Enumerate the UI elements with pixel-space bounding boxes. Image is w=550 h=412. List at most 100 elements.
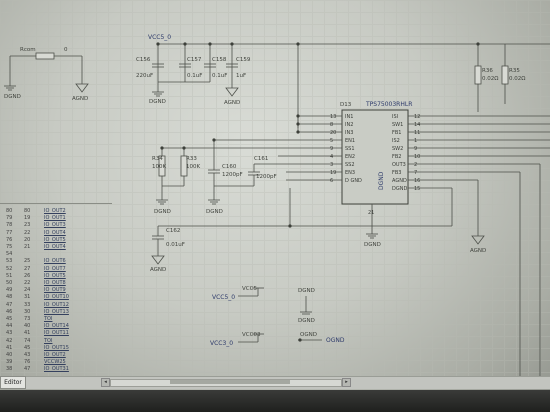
horizontal-scroll-thumb[interactable] — [170, 380, 290, 384]
c162-value: 0.01uF — [166, 242, 185, 248]
ic-right-pin-number: 15 — [414, 186, 420, 192]
pin-table-cell-c: IO_OUT14 — [44, 323, 69, 330]
ic-left-pin-number: 13 — [330, 114, 336, 120]
pin-table-cell-c: IO_OUT10 — [44, 294, 69, 301]
pin-table-cell-a: 39 — [6, 359, 13, 366]
pin-table-cell-a: 38 — [6, 366, 13, 373]
pin-table-cell-a: 46 — [6, 308, 13, 315]
scroll-right-button[interactable]: ▸ — [342, 378, 351, 387]
pin-table-cell-c: IO_OUT7 — [44, 265, 66, 272]
pin-table-cell-c: IO_OUT11 — [44, 330, 69, 337]
ic-right-pin-number: 2 — [414, 162, 417, 168]
ic-left-pin-number: 8 — [330, 122, 333, 128]
vcc5-net-label: VCC5_0 — [212, 294, 235, 301]
pin-table-cell-a: 42 — [6, 337, 13, 344]
ic-right-pin-number: 16 — [414, 178, 420, 184]
pin-table-cell-a: 78 — [6, 222, 13, 229]
pin-table-cell-a: 48 — [6, 294, 13, 301]
c161-ref: C161 — [254, 156, 268, 162]
ic-right-pin-name: IS2 — [392, 138, 400, 144]
pin-table-cell-c: IO_OUT4 — [44, 244, 66, 250]
gnd-label-5: AGND — [150, 267, 166, 273]
c156-value: 220uF — [136, 73, 153, 79]
dgnd-net-label: DGND — [298, 318, 315, 324]
power-agnd-label: AGND — [224, 100, 240, 106]
ic-right-pin-name: SW1 — [392, 122, 403, 128]
pin-table-cell-a: 77 — [6, 229, 13, 236]
pin-table-cell-c: IO_OUT6 — [44, 258, 66, 265]
schematic-canvas[interactable]: Rcom 0 DGND AGND VCC5_0 C156 220uF C157 … — [0, 0, 550, 380]
pin-table-cell-b: 27 — [24, 265, 31, 272]
pin-table-cell-a: 76 — [6, 236, 13, 243]
pin-table-cell-c: VCCW25 — [44, 359, 66, 366]
ic-right-pin-name: AGND — [392, 178, 407, 184]
ic-center-label: DGND — [378, 171, 385, 190]
c156-ref: C156 — [136, 57, 151, 63]
pin-table-cell-a: 80 — [6, 208, 13, 214]
pin-table-cell-c: IO_OUT12 — [44, 301, 69, 308]
ic-left-pin-name: D GND — [345, 178, 362, 184]
ic-left-pin-name: EN2 — [345, 154, 355, 160]
scroll-left-button[interactable]: ◂ — [101, 378, 110, 387]
pin-table-cell-c: IO_OUT1 — [44, 215, 66, 222]
ic-left-pin-name: IN3 — [345, 130, 353, 136]
schematic-grid — [0, 0, 550, 380]
editor-tab[interactable]: Editor — [0, 376, 26, 389]
pin-table-cell-a: 44 — [6, 323, 13, 330]
pin-table-cell-b: 22 — [24, 280, 31, 286]
pin-table-cell-c: IO_OUT3 — [44, 222, 66, 229]
pin-table-cell-b: 24 — [24, 287, 31, 294]
r33-value: 100K — [186, 164, 200, 170]
pin-table-cell-c: IO_OUT13 — [44, 308, 69, 315]
c159-value: 1uF — [236, 73, 246, 79]
ic-left-pin-number: 3 — [330, 162, 333, 168]
ic-right-pin-name: FB3 — [392, 170, 402, 176]
r35-ref: R35 — [509, 68, 520, 74]
ic-right-pin-name: OUT3 — [392, 162, 406, 168]
rcom-value: 0 — [64, 47, 68, 53]
r36-ref: R36 — [482, 68, 493, 74]
pin-table-cell-b: 26 — [24, 272, 31, 279]
pin-table-cell-a: 40 — [6, 352, 13, 358]
pin-table-cell-a: 51 — [6, 272, 13, 279]
pin-table-cell-b: 21 — [24, 244, 31, 250]
pin-table-cell-b: 47 — [24, 366, 31, 373]
ic-right-pin-number: 10 — [414, 154, 420, 160]
pin-table-row[interactable]: 54 — [4, 251, 108, 257]
pin-table-cell-a: 53 — [6, 258, 13, 265]
ic-left-pin-name: IN1 — [345, 114, 353, 120]
ic-ref: D13 — [340, 102, 352, 108]
gnd-label-2: DGND — [206, 209, 223, 215]
ic-right-pin-number: 1 — [414, 138, 417, 144]
c157-ref: C157 — [187, 57, 202, 63]
pin-table-cell-b: 22 — [24, 229, 31, 236]
pin-table-cell-a: 50 — [6, 280, 13, 286]
power-net-label: VCC5_0 — [148, 34, 171, 41]
pin-table-cell-c: IO_OUT2 — [44, 208, 66, 214]
c162-ref: C162 — [166, 228, 180, 234]
pin-table-cell-b: 33 — [24, 301, 31, 308]
